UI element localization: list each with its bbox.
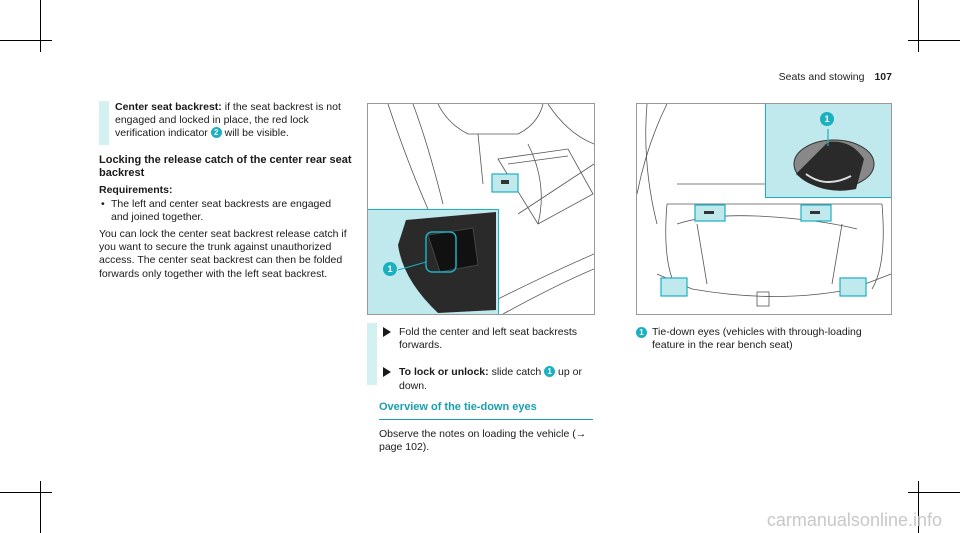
page-number: 107 bbox=[874, 71, 892, 83]
text: will be visible. bbox=[221, 127, 289, 140]
callout-badge: 1 bbox=[820, 112, 834, 126]
figure-legend: 1 Tie-down eyes (vehicles with through-l… bbox=[636, 326, 896, 352]
section-name: Seats and stowing bbox=[778, 71, 865, 83]
step-text: Fold the center and left seat backrests … bbox=[399, 326, 578, 352]
tie-down-eye-closeup bbox=[793, 129, 875, 191]
highlight-bar bbox=[367, 323, 377, 385]
callout-badge: 1 bbox=[383, 262, 397, 276]
crop-mark bbox=[0, 492, 52, 493]
crop-mark bbox=[918, 0, 919, 52]
requirement-item: The left and center seat backrests are e… bbox=[99, 198, 355, 224]
release-catch-closeup bbox=[397, 212, 496, 313]
watermark: carmanualsonline.info bbox=[766, 510, 942, 530]
body-paragraph: You can lock the center seat backrest re… bbox=[99, 228, 347, 280]
step-item: Fold the center and left seat backrests … bbox=[383, 326, 593, 352]
arrow-icon bbox=[383, 327, 391, 337]
callout-badge: 1 bbox=[544, 366, 556, 378]
step-text: up or down. bbox=[399, 366, 582, 392]
callout-badge: 1 bbox=[636, 327, 647, 338]
arrow-icon bbox=[383, 367, 391, 378]
figure-inset: 1 bbox=[368, 209, 499, 314]
requirements-label: Requirements: bbox=[99, 184, 173, 197]
section-title: Overview of the tie-down eyes bbox=[379, 401, 593, 420]
section-body: Observe the notes on loading the vehicle… bbox=[379, 428, 587, 454]
step-item: To lock or unlock: slide catch 1 up or d… bbox=[383, 366, 593, 392]
left-column: Center seat backrest: if the seat backre… bbox=[115, 101, 355, 141]
left-column-body: Locking the release catch of the center … bbox=[99, 154, 355, 281]
legend-text: Tie-down eyes (vehicles with through-loa… bbox=[652, 326, 862, 352]
legend-item: 1 Tie-down eyes (vehicles with through-l… bbox=[636, 326, 896, 352]
step-list: Fold the center and left seat backrests … bbox=[383, 326, 593, 393]
car-interior-illustration bbox=[387, 104, 594, 314]
step-label: To lock or unlock: bbox=[399, 366, 489, 379]
step-text: slide catch bbox=[488, 366, 545, 379]
trunk-tie-down-figure: 1 bbox=[636, 103, 892, 315]
subheading: Locking the release catch of the center … bbox=[99, 154, 352, 180]
center-backrest-paragraph: Center seat backrest: if the seat backre… bbox=[115, 101, 355, 141]
crop-mark bbox=[0, 40, 52, 41]
text: if the seat backrest is not engaged and … bbox=[115, 101, 341, 140]
crop-mark bbox=[908, 40, 960, 41]
crop-mark bbox=[908, 492, 960, 493]
figure-inset: 1 bbox=[765, 104, 891, 198]
page-header: Seats and stowing 107 bbox=[779, 71, 892, 83]
crop-mark bbox=[40, 0, 41, 52]
term-label: Center seat backrest: bbox=[115, 101, 222, 113]
crop-mark bbox=[918, 481, 919, 533]
trunk-illustration bbox=[637, 104, 891, 307]
callout-badge: 2 bbox=[210, 127, 222, 139]
highlight-bar bbox=[99, 101, 109, 145]
backrest-catch-figure: 1 bbox=[367, 103, 595, 315]
crop-mark bbox=[40, 481, 41, 533]
